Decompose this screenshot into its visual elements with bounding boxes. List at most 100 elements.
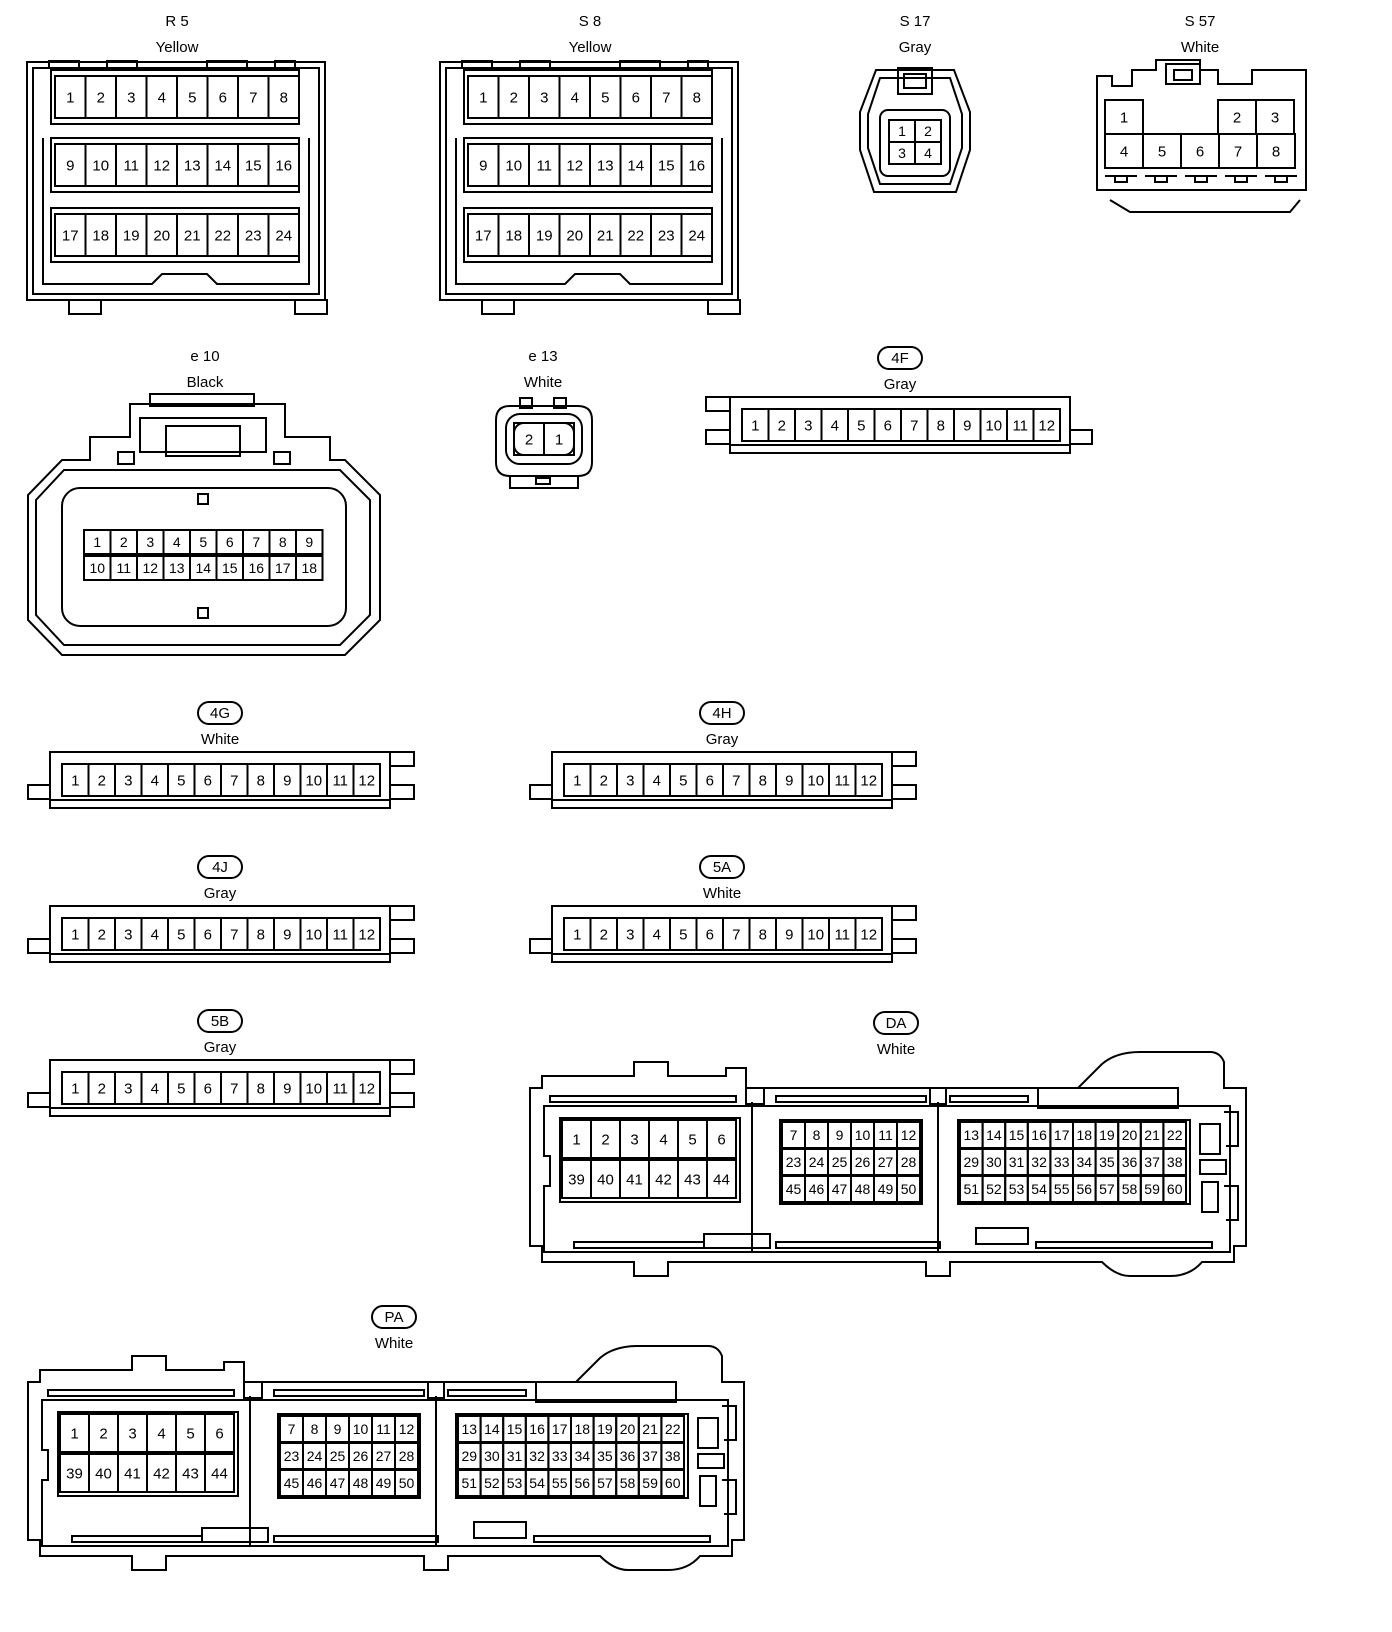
pin-number: 11 bbox=[376, 1421, 391, 1437]
connector-color: Yellow bbox=[569, 39, 612, 56]
pin-number: 12 bbox=[860, 926, 877, 943]
pin-number: 8 bbox=[813, 1127, 821, 1143]
pin-number: 4 bbox=[659, 1131, 667, 1148]
pin-number: 43 bbox=[182, 1465, 199, 1482]
pin-number: 56 bbox=[575, 1475, 591, 1491]
pin-number: 1 bbox=[70, 1425, 78, 1442]
pin-number: 22 bbox=[1167, 1127, 1183, 1143]
pin-number: 9 bbox=[836, 1127, 844, 1143]
pin-number: 26 bbox=[855, 1154, 871, 1170]
pin-number: 39 bbox=[568, 1171, 585, 1188]
pin-number: 5 bbox=[177, 926, 185, 943]
pin-number: 58 bbox=[1122, 1181, 1138, 1197]
pin-number: 60 bbox=[665, 1475, 681, 1491]
pin-number: 4 bbox=[924, 145, 932, 161]
pin-number: 19 bbox=[536, 227, 553, 244]
pin-number: 8 bbox=[257, 772, 265, 789]
pin-number: 60 bbox=[1167, 1181, 1183, 1197]
pin-number: 20 bbox=[153, 227, 170, 244]
pin-cell bbox=[706, 1119, 737, 1159]
pin-number: 3 bbox=[146, 534, 154, 550]
connector-code: 4H bbox=[712, 705, 731, 722]
pin-number: 16 bbox=[688, 157, 705, 174]
pin-number: 2 bbox=[525, 431, 533, 448]
pin-cell bbox=[706, 1159, 737, 1199]
connector-code: 5A bbox=[713, 859, 731, 876]
connector-body bbox=[529, 1051, 1247, 1277]
pin-number: 10 bbox=[89, 560, 105, 576]
pin-number: 1 bbox=[66, 89, 74, 106]
pin-number: 2 bbox=[601, 1131, 609, 1148]
pin-number: 11 bbox=[834, 926, 850, 943]
pin-number: 3 bbox=[128, 1425, 136, 1442]
pin-number: 47 bbox=[330, 1475, 346, 1491]
pin-number: 16 bbox=[248, 560, 264, 576]
pin-cell bbox=[352, 917, 381, 951]
pin-number: 1 bbox=[751, 417, 759, 434]
pin-cell bbox=[295, 529, 324, 555]
pin-cell bbox=[1256, 133, 1296, 169]
pin-number: 8 bbox=[279, 534, 287, 550]
pin-number: 8 bbox=[257, 1080, 265, 1097]
pin-number: 33 bbox=[552, 1448, 568, 1464]
pin-number: 59 bbox=[642, 1475, 658, 1491]
pin-number: 11 bbox=[332, 772, 348, 789]
pin-number: 12 bbox=[860, 772, 877, 789]
pin-number: 57 bbox=[597, 1475, 613, 1491]
pin-number: 7 bbox=[1234, 143, 1242, 160]
pin-number: 10 bbox=[985, 417, 1002, 434]
pin-number: 11 bbox=[834, 772, 850, 789]
pin-number: 23 bbox=[284, 1448, 300, 1464]
pin-number: 7 bbox=[288, 1421, 296, 1437]
pin-number: 6 bbox=[884, 417, 892, 434]
pin-number: 10 bbox=[855, 1127, 871, 1143]
connector-code-badge bbox=[877, 346, 923, 370]
pin-number: 15 bbox=[222, 560, 238, 576]
pin-number: 54 bbox=[1031, 1181, 1047, 1197]
pin-number: 16 bbox=[1031, 1127, 1047, 1143]
pin-number: 24 bbox=[809, 1154, 825, 1170]
pin-number: 50 bbox=[901, 1181, 917, 1197]
pin-number: 41 bbox=[626, 1171, 643, 1188]
pin-number: 8 bbox=[1272, 143, 1280, 160]
pin-number: 10 bbox=[807, 926, 824, 943]
pin-cell bbox=[660, 1469, 686, 1497]
pin-number: 21 bbox=[1144, 1127, 1160, 1143]
pin-number: 10 bbox=[305, 926, 322, 943]
pin-number: 15 bbox=[658, 157, 675, 174]
pin-number: 7 bbox=[249, 89, 257, 106]
pin-number: 18 bbox=[92, 227, 109, 244]
pin-number: 32 bbox=[529, 1448, 545, 1464]
pin-number: 3 bbox=[898, 145, 906, 161]
pin-number: 48 bbox=[353, 1475, 369, 1491]
pin-number: 23 bbox=[658, 227, 675, 244]
pin-cell bbox=[394, 1469, 419, 1497]
pin-number: 4 bbox=[571, 89, 579, 106]
pin-number: 53 bbox=[1009, 1181, 1025, 1197]
pin-number: 13 bbox=[597, 157, 614, 174]
pin-number: 1 bbox=[572, 1131, 580, 1148]
pin-number: 16 bbox=[529, 1421, 545, 1437]
pin-number: 13 bbox=[169, 560, 185, 576]
pin-number: 10 bbox=[505, 157, 522, 174]
connector-code: S 17 bbox=[900, 13, 931, 30]
connector-color: Gray bbox=[706, 731, 739, 748]
connector-code-badge bbox=[699, 701, 745, 725]
pin-number: 2 bbox=[98, 926, 106, 943]
connector-code-badge bbox=[197, 855, 243, 879]
pin-number: 7 bbox=[230, 772, 238, 789]
pin-number: 5 bbox=[177, 1080, 185, 1097]
pin-number: 14 bbox=[195, 560, 211, 576]
pin-number: 52 bbox=[986, 1181, 1002, 1197]
pin-number: 6 bbox=[706, 772, 714, 789]
pin-number: 2 bbox=[99, 1425, 107, 1442]
pin-number: 7 bbox=[230, 926, 238, 943]
connector-code: DA bbox=[886, 1015, 907, 1032]
pin-number: 22 bbox=[627, 227, 644, 244]
pin-number: 9 bbox=[66, 157, 74, 174]
pin-number: 30 bbox=[986, 1154, 1002, 1170]
pin-number: 50 bbox=[399, 1475, 415, 1491]
